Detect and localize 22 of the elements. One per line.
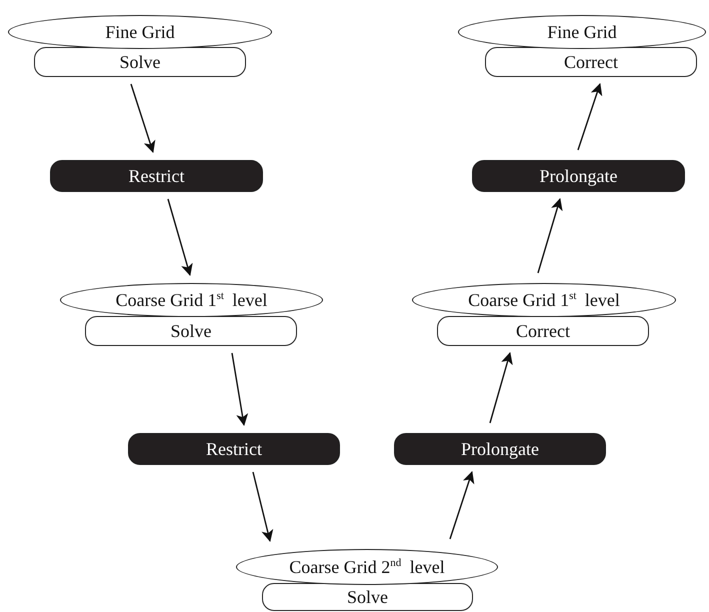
step-box: Solve bbox=[262, 583, 473, 611]
operation-box: Restrict bbox=[128, 433, 340, 465]
grid-ellipse: Coarse Grid 1$^{st}$ level bbox=[412, 283, 676, 317]
arrow bbox=[252, 472, 274, 542]
arrow bbox=[167, 198, 193, 276]
arrow bbox=[489, 352, 513, 424]
operation-box: Restrict bbox=[50, 160, 263, 192]
step-box: Solve bbox=[85, 316, 297, 346]
arrow bbox=[231, 352, 248, 426]
grid-ellipse: Fine Grid bbox=[458, 15, 706, 49]
arrow bbox=[577, 83, 602, 150]
step-box: Correct bbox=[437, 316, 649, 346]
step-box: Solve bbox=[34, 47, 246, 77]
grid-ellipse: Coarse Grid 2$^{nd}$ level bbox=[236, 549, 498, 585]
grid-ellipse: Fine Grid bbox=[8, 15, 272, 49]
grid-ellipse: Coarse Grid 1$^{st}$ level bbox=[60, 283, 323, 317]
operation-box: Prolongate bbox=[472, 160, 685, 192]
arrow bbox=[449, 471, 474, 540]
step-box: Correct bbox=[485, 47, 697, 77]
operation-box: Prolongate bbox=[394, 433, 606, 465]
arrow bbox=[537, 198, 563, 274]
arrow bbox=[130, 84, 156, 153]
